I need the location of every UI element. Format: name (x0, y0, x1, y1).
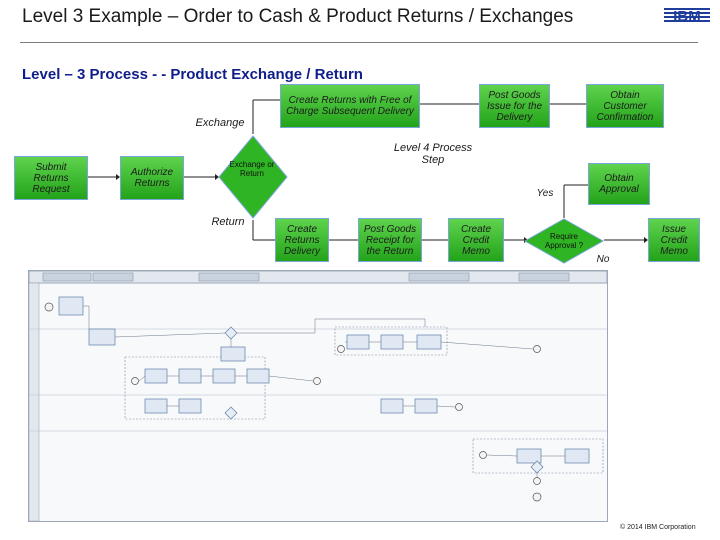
ibm-logo: IBM (664, 8, 710, 25)
create-returns-delivery-step: Create Returns Delivery (275, 218, 329, 262)
submit-returns-request-step: Submit Returns Request (14, 156, 88, 200)
issue-credit-memo-step: Issue Credit Memo (648, 218, 700, 262)
create-returns-free-charge-step: Create Returns with Free of Charge Subse… (280, 84, 420, 128)
yes-branch-label: Yes (536, 188, 554, 199)
require-approval-decision (524, 218, 604, 264)
authorize-returns-step: Authorize Returns (120, 156, 184, 200)
no-branch-label: No (596, 254, 610, 265)
title-divider (20, 42, 698, 43)
obtain-approval-label: Obtain Approval (599, 173, 639, 195)
create-returns-free-charge-label: Create Returns with Free of Charge Subse… (286, 95, 414, 117)
issue-credit-memo-label: Issue Credit Memo (660, 223, 688, 257)
create-credit-memo-step: Create Credit Memo (448, 218, 504, 262)
submit-returns-request-label: Submit Returns Request (32, 161, 70, 195)
create-returns-delivery-label: Create Returns Delivery (283, 223, 321, 257)
require-approval-label: Require Approval ? (544, 232, 584, 250)
post-goods-issue-label: Post Goods Issue for the Delivery (486, 89, 543, 123)
exchange-or-return-decision (218, 135, 288, 219)
logo-text: IBM (673, 8, 701, 25)
obtain-customer-confirmation-label: Obtain Customer Confirmation (596, 89, 654, 123)
page-title: Level 3 Example – Order to Cash & Produc… (22, 6, 574, 27)
post-goods-receipt-label: Post Goods Receipt for the Return (363, 223, 417, 257)
exchange-branch-label: Exchange (195, 117, 245, 129)
return-branch-label: Return (211, 216, 245, 228)
copyright-footer: © 2014 IBM Corporation (620, 524, 696, 531)
obtain-customer-confirmation-step: Obtain Customer Confirmation (586, 84, 664, 128)
post-goods-receipt-step: Post Goods Receipt for the Return (358, 218, 422, 262)
post-goods-issue-step: Post Goods Issue for the Delivery (479, 84, 550, 128)
exchange-or-return-label: Exchange or Return (229, 160, 275, 178)
create-credit-memo-label: Create Credit Memo (460, 223, 491, 257)
authorize-returns-label: Authorize Returns (130, 167, 174, 189)
level4-process-step-label: Level 4 Process Step (393, 142, 473, 166)
level4-process-model-screenshot (28, 270, 608, 522)
diagram-subtitle: Level – 3 Process - - Product Exchange /… (22, 66, 363, 83)
obtain-approval-step: Obtain Approval (588, 163, 650, 205)
